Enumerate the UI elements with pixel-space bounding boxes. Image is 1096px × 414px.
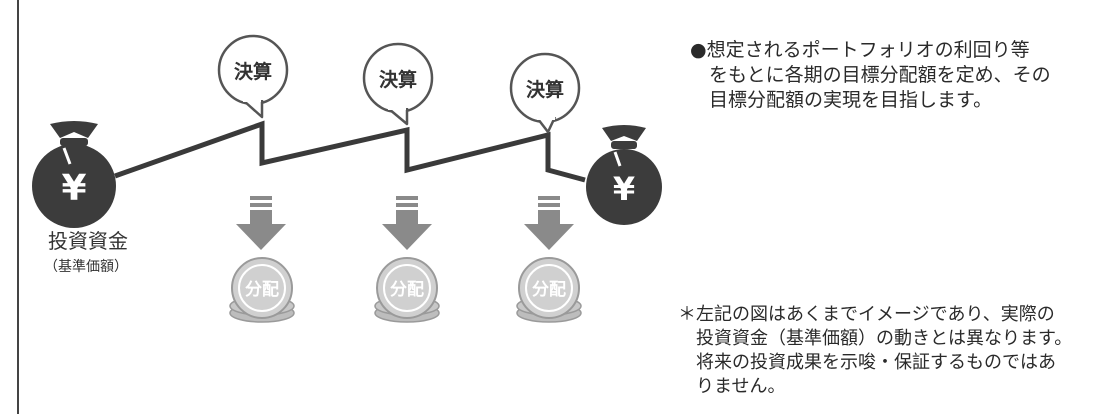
settlement-bubble-1: 決算 <box>217 34 289 119</box>
left-divider-line <box>17 0 19 414</box>
settlement-label: 決算 <box>379 68 417 91</box>
distribution-label: 分配 <box>245 280 279 300</box>
final-bag-icon: ¥ <box>586 125 662 225</box>
distribution-coin-icon: 分配 <box>229 257 295 323</box>
down-arrow-icon <box>524 196 574 250</box>
settlement-label: 決算 <box>526 78 564 101</box>
settlement-bubble-3: 決算 <box>509 52 581 134</box>
investment-bag-icon: ¥ <box>32 121 116 228</box>
base-price-label: （基準価額） <box>44 258 128 275</box>
yen-symbol: ¥ <box>61 168 86 209</box>
settlement-bubble-2: 決算 <box>362 42 434 126</box>
settlement-label: 決算 <box>234 60 272 83</box>
yen-symbol-right: ¥ <box>613 170 635 208</box>
down-arrow-icon <box>382 196 432 250</box>
distribution-coin-icon: 分配 <box>516 257 582 323</box>
distribution-label: 分配 <box>532 280 566 300</box>
target-distribution-note: ●想定されるポートフォリオの利回り等 をもとに各期の目標分配額を定め、その 目標… <box>690 39 1051 111</box>
distribution-coin-icon: 分配 <box>374 257 440 323</box>
disclaimer-note: ＊左記の図はあくまでイメージであり、実際の 投資資金（基準価額）の動きとは異なり… <box>678 304 1073 397</box>
investment-funds-label: 投資資金 <box>48 229 128 253</box>
distribution-diagram: ¥ 投資資金 （基準価額） ¥ 決算 決算 決算 <box>32 34 662 323</box>
base-price-line <box>114 120 586 183</box>
distribution-label: 分配 <box>390 280 424 300</box>
down-arrow-icon <box>236 196 286 250</box>
